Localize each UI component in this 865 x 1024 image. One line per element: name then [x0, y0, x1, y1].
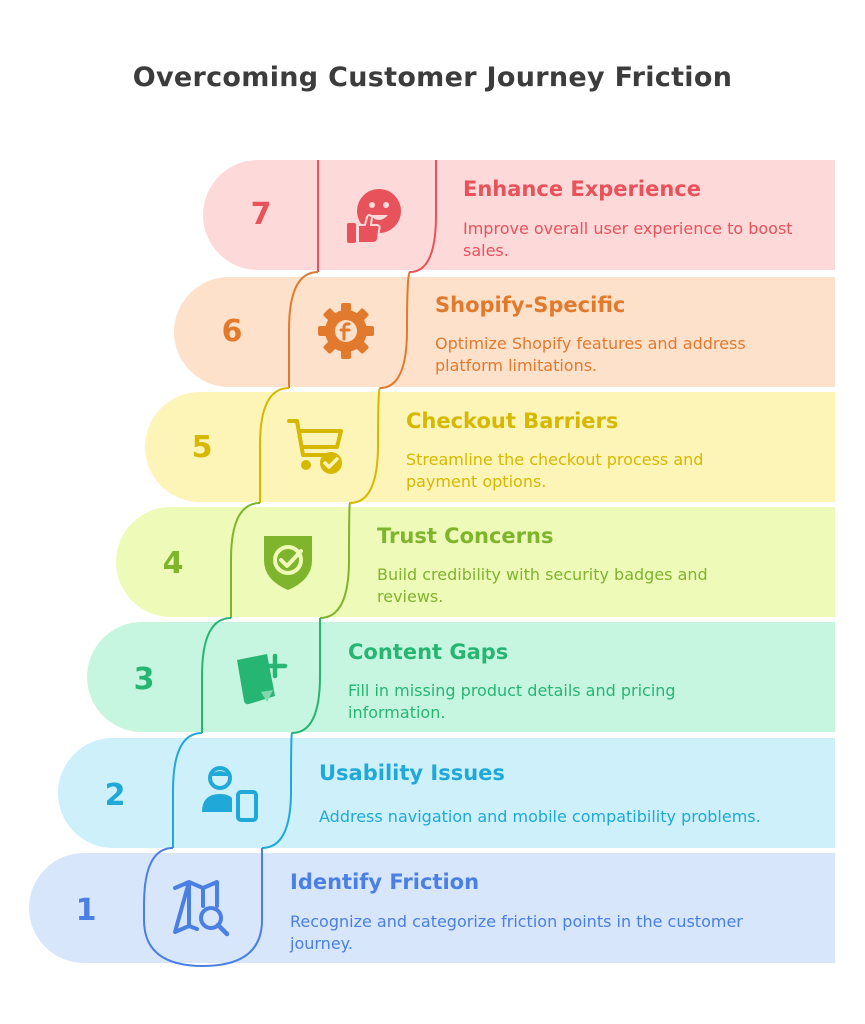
cart-check-icon — [285, 415, 349, 479]
step-6-heading: Shopify-Specific — [435, 293, 626, 317]
step-2-number: 2 — [104, 778, 126, 813]
map-search-icon — [169, 876, 233, 940]
step-7-band — [203, 160, 835, 270]
step-4-description: Build credibility with security badges a… — [377, 565, 708, 606]
step-2-heading: Usability Issues — [319, 761, 505, 785]
gear-f-icon — [314, 299, 378, 363]
step-2-band — [58, 738, 835, 848]
step-2-description: Address navigation and mobile compatibil… — [319, 807, 761, 826]
step-7-description: Improve overall user experience to boost… — [463, 219, 793, 260]
step-1-number: 1 — [75, 893, 97, 928]
step-5-heading: Checkout Barriers — [406, 409, 619, 433]
step-5-number: 5 — [191, 430, 213, 465]
step-6-description: Optimize Shopify features and address pl… — [435, 334, 746, 375]
step-1-description: Recognize and categorize friction points… — [290, 912, 743, 953]
note-add-icon — [227, 646, 291, 710]
step-3-number: 3 — [133, 662, 155, 697]
step-5-description: Streamline the checkout process and paym… — [406, 450, 704, 491]
page-title: Overcoming Customer Journey Friction — [132, 62, 733, 93]
step-1-heading: Identify Friction — [290, 870, 480, 894]
step-7-number: 7 — [250, 197, 272, 232]
step-3-heading: Content Gaps — [348, 640, 509, 664]
smiley-thumbs-up-icon — [343, 183, 407, 247]
shield-check-icon — [256, 530, 320, 594]
step-3-description: Fill in missing product details and pric… — [348, 681, 676, 722]
step-4-heading: Trust Concerns — [377, 524, 554, 548]
step-6-number: 6 — [221, 314, 243, 349]
step-6-band — [174, 277, 835, 387]
user-mobile-icon — [198, 762, 262, 826]
step-7-heading: Enhance Experience — [463, 177, 701, 201]
step-4-number: 4 — [162, 546, 184, 581]
